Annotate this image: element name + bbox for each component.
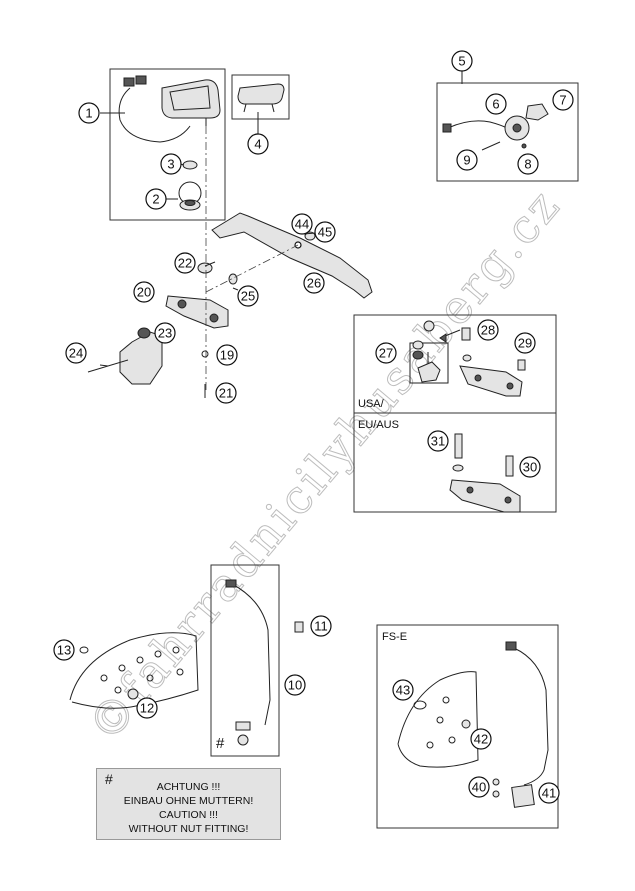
svg-text:13: 13	[57, 643, 71, 658]
callout-31: 31	[427, 430, 449, 452]
brake-disc-drawing	[69, 632, 199, 709]
fs-e-frame	[376, 624, 559, 829]
svg-text:27: 27	[379, 346, 393, 361]
switch-group-frame	[436, 82, 579, 182]
callout-12: 12	[136, 697, 158, 719]
callout-44: 44	[291, 213, 313, 235]
callout-29: 29	[514, 332, 536, 354]
hash-mark: #	[216, 735, 225, 752]
callout-9: 9	[456, 149, 478, 171]
svg-text:6: 6	[492, 97, 499, 112]
svg-text:40: 40	[472, 780, 486, 795]
caution-line-3: CAUTION !!!	[159, 809, 218, 821]
usa-label: USA/	[358, 398, 385, 410]
caution-line-4: WITHOUT NUT FITTING!	[128, 823, 249, 835]
callout-23: 23	[154, 322, 176, 344]
callout-20: 20	[133, 281, 155, 303]
svg-text:7: 7	[559, 93, 566, 108]
speedometer-drawing	[118, 75, 221, 143]
svg-text:5: 5	[458, 54, 465, 69]
callout-7: 7	[552, 89, 574, 111]
callout-5: 5	[451, 50, 473, 72]
svg-text:22: 22	[178, 256, 192, 271]
svg-text:1: 1	[85, 106, 92, 121]
svg-text:3: 3	[167, 157, 174, 172]
svg-text:11: 11	[314, 619, 328, 634]
callout-28: 28	[477, 319, 499, 341]
callout-1: 1	[78, 102, 100, 124]
callout-27: 27	[375, 342, 397, 364]
callout-11: 11	[310, 615, 332, 637]
seal-ring-drawing	[182, 160, 198, 170]
switch-drawing	[442, 103, 549, 151]
usa-bracket-drawing	[409, 320, 526, 397]
assembly-axis-2	[205, 244, 299, 293]
svg-text:45: 45	[318, 225, 332, 240]
svg-text:24: 24	[69, 346, 83, 361]
fs-e-label: FS-E	[382, 631, 407, 643]
svg-text:30: 30	[523, 460, 537, 475]
svg-text:29: 29	[518, 336, 532, 351]
svg-text:26: 26	[307, 276, 321, 291]
callout-43: 43	[392, 679, 414, 701]
speedometer-group-frame	[109, 68, 226, 221]
svg-text:9: 9	[463, 153, 470, 168]
callout-30: 30	[519, 456, 541, 478]
svg-text:25: 25	[241, 289, 255, 304]
callout-45: 45	[314, 221, 336, 243]
callout-24: 24	[65, 342, 87, 364]
svg-text:41: 41	[542, 786, 556, 801]
callout-25: 25	[237, 285, 259, 307]
svg-text:4: 4	[254, 137, 261, 152]
leader-lines	[99, 71, 463, 367]
svg-text:19: 19	[220, 348, 234, 363]
caution-hash: #	[105, 771, 113, 787]
svg-text:21: 21	[219, 386, 233, 401]
svg-text:2: 2	[152, 192, 159, 207]
caution-note: # ACHTUNG !!! EINBAU OHNE MUTTERN! CAUTI…	[96, 768, 281, 840]
svg-text:44: 44	[295, 217, 309, 232]
svg-text:43: 43	[396, 683, 410, 698]
callout-13: 13	[53, 639, 75, 661]
grommet-drawing	[178, 181, 202, 211]
eu-aus-bracket-drawing	[449, 433, 521, 513]
svg-text:10: 10	[288, 678, 302, 693]
svg-text:20: 20	[137, 285, 151, 300]
caution-line-1: ACHTUNG !!!	[156, 781, 221, 793]
svg-text:28: 28	[481, 323, 495, 338]
callout-19: 19	[216, 344, 238, 366]
callout-3: 3	[160, 153, 182, 175]
callout-26: 26	[303, 272, 325, 294]
callout-8: 8	[517, 153, 539, 175]
callout-40: 40	[468, 776, 490, 798]
callout-21: 21	[215, 382, 237, 404]
lower-bracket-drawing	[87, 262, 238, 398]
display-cover-frame	[231, 74, 290, 120]
svg-text:12: 12	[140, 701, 154, 716]
display-cover-drawing	[237, 83, 285, 113]
caution-line-2: EINBAU OHNE MUTTERN!	[123, 795, 254, 807]
sensor-cable-frame	[210, 564, 280, 757]
callout-10: 10	[284, 674, 306, 696]
callout-22: 22	[174, 252, 196, 274]
fs-e-drawing	[397, 641, 549, 808]
svg-text:23: 23	[158, 326, 172, 341]
sensor-cable-drawing	[225, 579, 304, 746]
svg-text:8: 8	[524, 157, 531, 172]
callout-2: 2	[145, 188, 167, 210]
svg-text:31: 31	[431, 434, 445, 449]
svg-text:42: 42	[474, 732, 488, 747]
callout-42: 42	[470, 728, 492, 750]
callout-41: 41	[538, 782, 560, 804]
callout-4: 4	[247, 133, 269, 155]
callout-6: 6	[485, 93, 507, 115]
eu-aus-label: EU/AUS	[358, 419, 399, 431]
